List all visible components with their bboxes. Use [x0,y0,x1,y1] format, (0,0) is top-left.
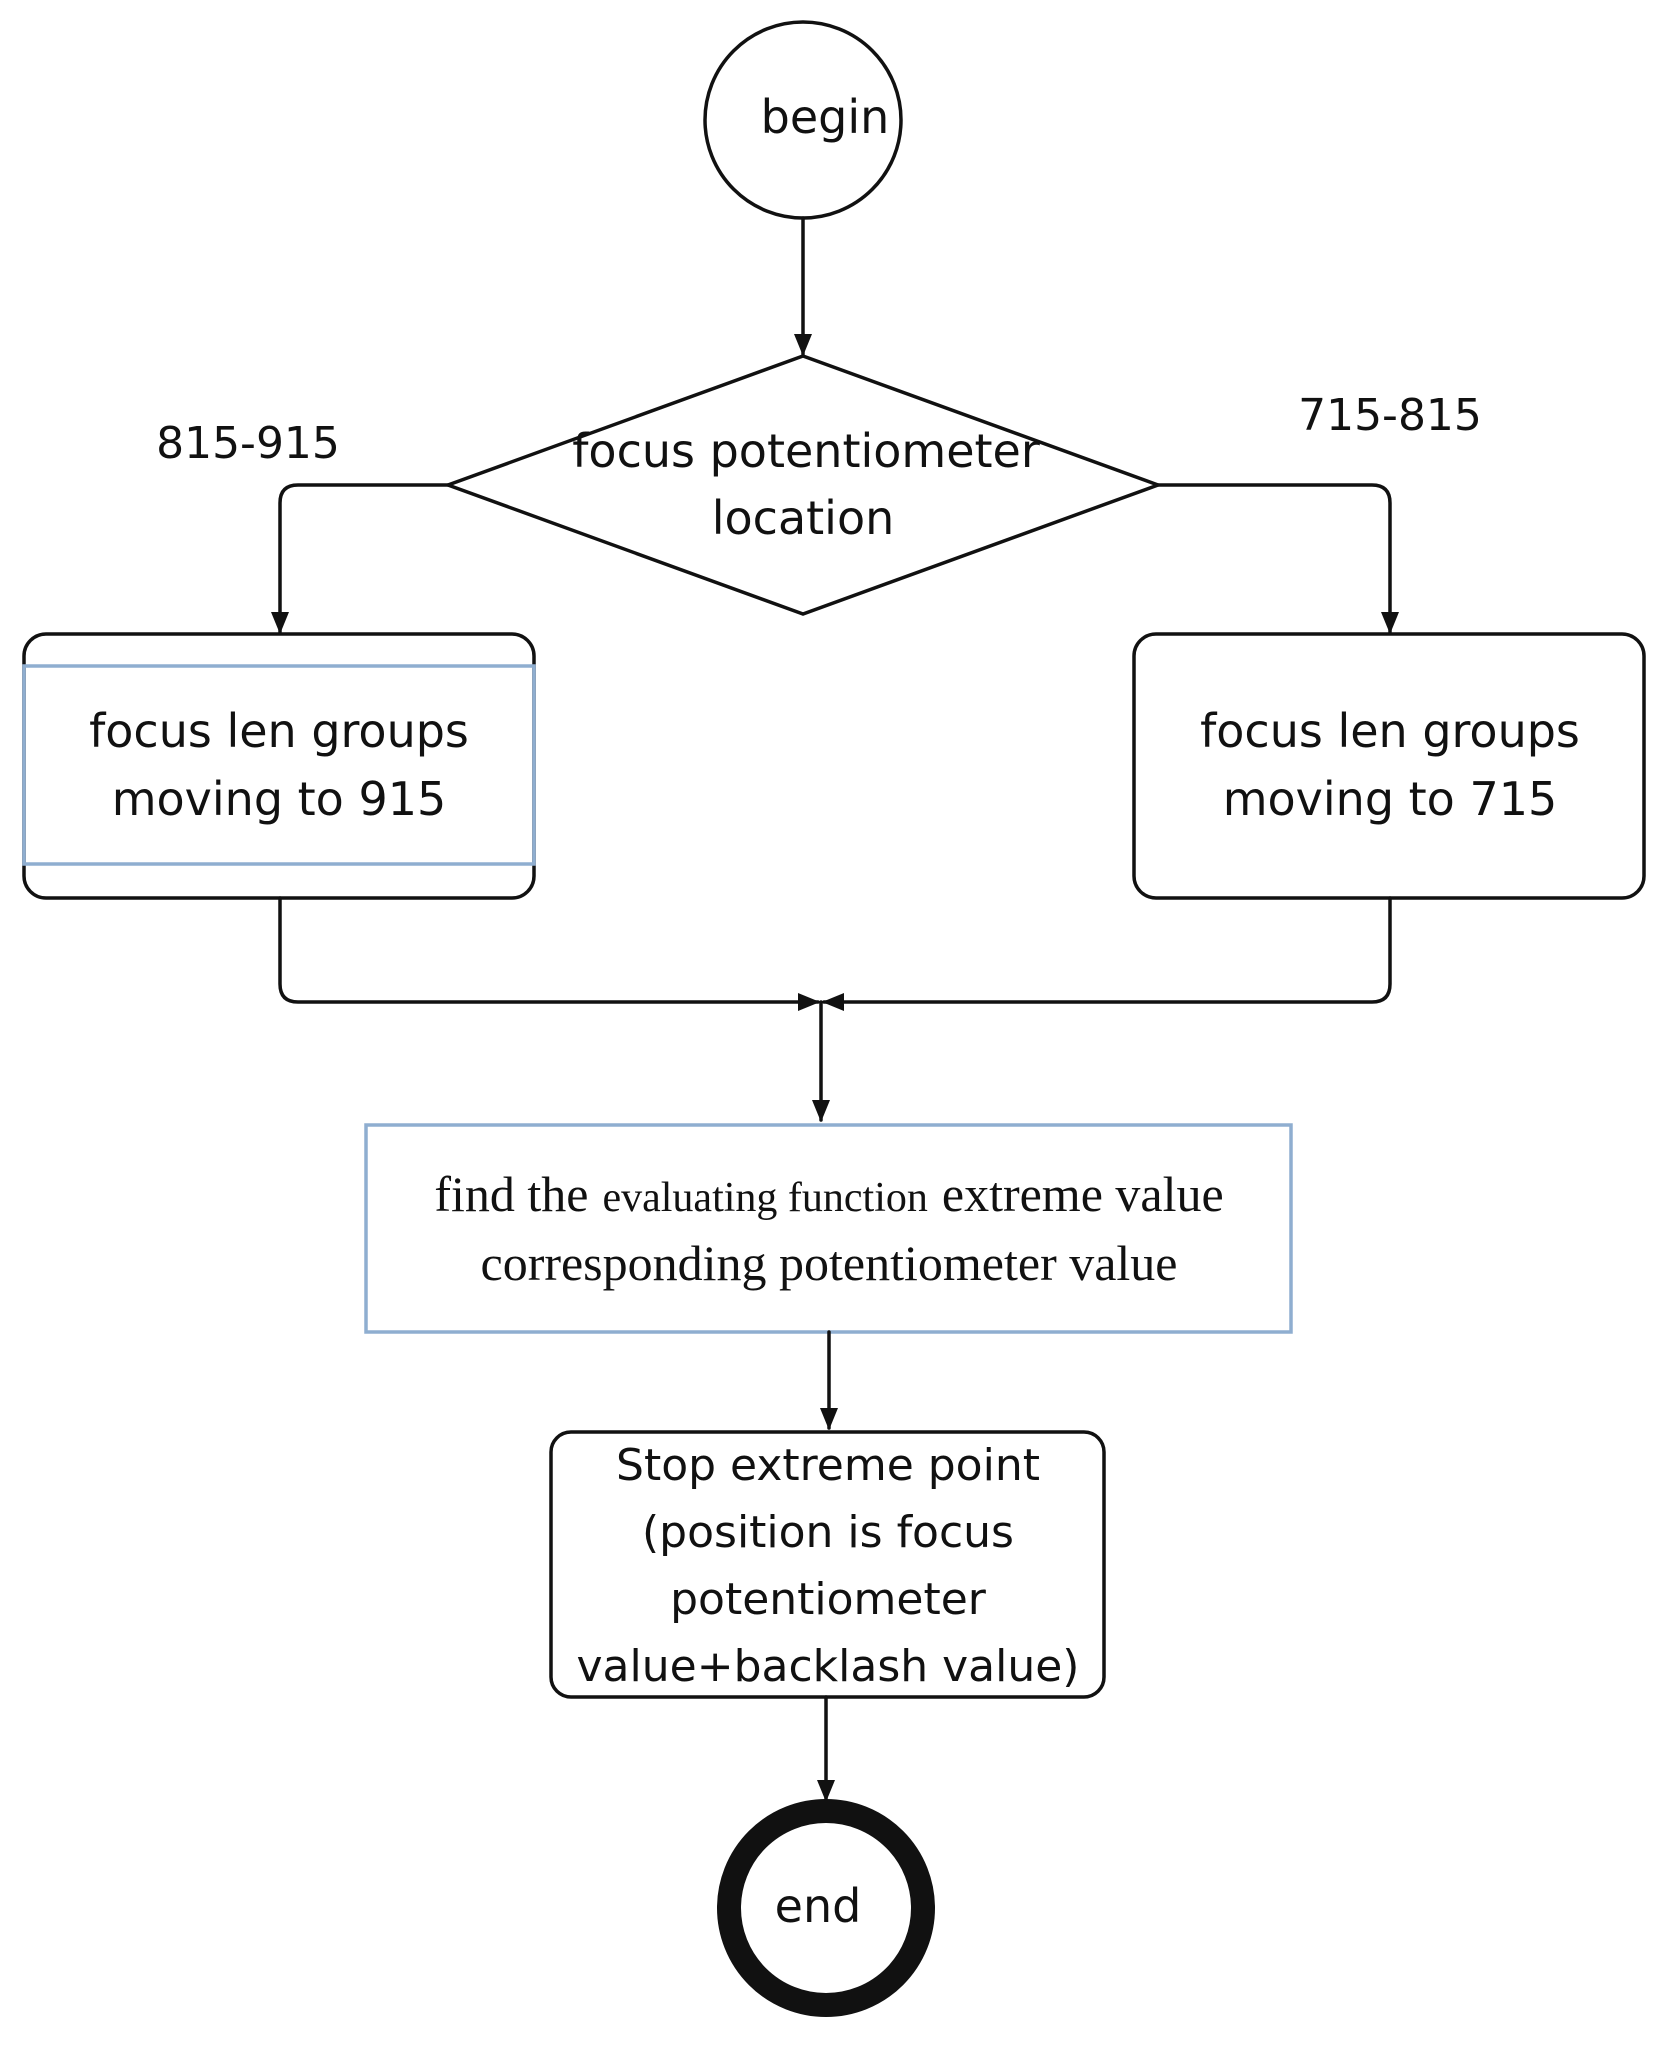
edge-right-to-merge [822,896,1392,1011]
right-process-label-line1: focus len groups [1200,704,1580,758]
stop-label-line4: value+backlash value) [577,1641,1080,1692]
edge-label-left: 815-915 [156,418,340,469]
decision-label-line1: focus potentiometer [572,424,1040,478]
decision-node [442,354,1164,616]
decision-label-line2: location [712,491,895,545]
edge-decision-to-left [271,483,450,634]
stop-label-line1: Stop extreme point [616,1440,1040,1491]
find-label-line1-part-a: find the [434,1166,588,1222]
edge-label-right: 715-815 [1298,390,1482,441]
left-process-node [22,632,536,900]
edge-decision-to-right [1156,483,1399,634]
find-label-line1: find the evaluating function extreme val… [434,1166,1223,1222]
end-node [717,1799,935,2017]
begin-label: begin [761,90,890,144]
find-label-line1-part-c: extreme value [942,1166,1224,1222]
left-process-label-line2: moving to 915 [112,772,447,826]
find-node [364,1123,1293,1334]
stop-label-line2: (position is focus [642,1507,1014,1558]
right-process-node [1132,632,1646,900]
edge-left-to-merge [278,896,820,1011]
find-label-line2: corresponding potentiometer value [481,1235,1178,1291]
find-label-line1-part-b: evaluating function [602,1175,927,1221]
end-label: end [775,1879,862,1933]
stop-label-line3: potentiometer [670,1574,987,1625]
left-process-highlight [22,664,536,866]
right-process-label-line2: moving to 715 [1223,772,1558,826]
left-process-label-line1: focus len groups [89,704,469,758]
